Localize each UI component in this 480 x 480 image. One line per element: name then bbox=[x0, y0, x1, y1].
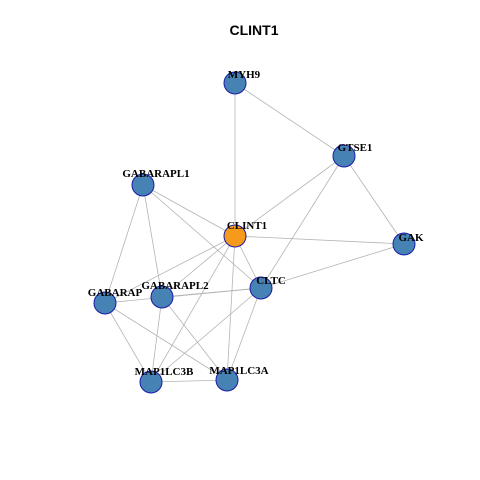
node-label-gabarapl1: GABARAPL1 bbox=[122, 168, 189, 180]
node-gabarap bbox=[93, 291, 117, 315]
node-label-clint1: CLINT1 bbox=[227, 220, 267, 232]
node-gabarapl2 bbox=[150, 285, 174, 309]
edge-gtse1-gak bbox=[343, 155, 405, 245]
edge-gabarapl1-gabarapl2 bbox=[142, 184, 163, 298]
edge-clint1-map1lc3a bbox=[226, 235, 236, 381]
node-label-myh9: MYH9 bbox=[228, 69, 261, 81]
node-gtse1 bbox=[332, 144, 356, 168]
edge-gabarapl2-map1lc3b bbox=[150, 296, 163, 383]
chart-title: CLINT1 bbox=[230, 22, 279, 38]
edge-clint1-map1lc3b bbox=[150, 235, 236, 383]
edge-gabarapl1-gabarap bbox=[104, 184, 144, 304]
node-cltc bbox=[249, 276, 273, 300]
edge-gabarapl2-map1lc3a bbox=[161, 296, 228, 381]
node-label-gak: GAK bbox=[398, 232, 424, 244]
node-map1lc3b bbox=[139, 370, 163, 394]
edge-layer bbox=[104, 82, 405, 383]
node-map1lc3a bbox=[215, 368, 239, 392]
edge-clint1-gak bbox=[234, 235, 405, 245]
edge-gabarap-map1lc3a bbox=[104, 302, 228, 381]
node-myh9 bbox=[223, 71, 247, 95]
edge-cltc-gabarap bbox=[104, 287, 262, 304]
node-label-map1lc3b: MAP1LC3B bbox=[135, 366, 194, 378]
edge-gtse1-clint1 bbox=[234, 155, 345, 237]
node-gak bbox=[392, 232, 416, 256]
node-label-gabarapl2: GABARAPL2 bbox=[141, 280, 209, 292]
edge-gak-cltc bbox=[260, 243, 405, 289]
node-gabarapl1 bbox=[131, 173, 155, 197]
node-label-gtse1: GTSE1 bbox=[338, 142, 373, 154]
node-clint1 bbox=[223, 224, 247, 248]
edge-gabarap-map1lc3b bbox=[104, 302, 152, 383]
node-label-map1lc3a: MAP1LC3A bbox=[209, 365, 268, 377]
edge-clint1-gabarapl2 bbox=[161, 235, 236, 298]
edge-myh9-gtse1 bbox=[234, 82, 345, 157]
edge-map1lc3b-map1lc3a bbox=[150, 379, 228, 383]
edge-gtse1-cltc bbox=[260, 155, 345, 289]
edge-cltc-map1lc3b bbox=[150, 287, 262, 383]
edge-gabarapl1-cltc bbox=[142, 184, 262, 289]
node-label-cltc: CLTC bbox=[256, 275, 286, 287]
edge-gabarapl1-clint1 bbox=[142, 184, 236, 237]
node-label-gabarap: GABARAP bbox=[88, 287, 143, 299]
edge-clint1-gabarap bbox=[104, 235, 236, 304]
node-layer bbox=[93, 71, 416, 394]
edge-cltc-map1lc3a bbox=[226, 287, 262, 381]
